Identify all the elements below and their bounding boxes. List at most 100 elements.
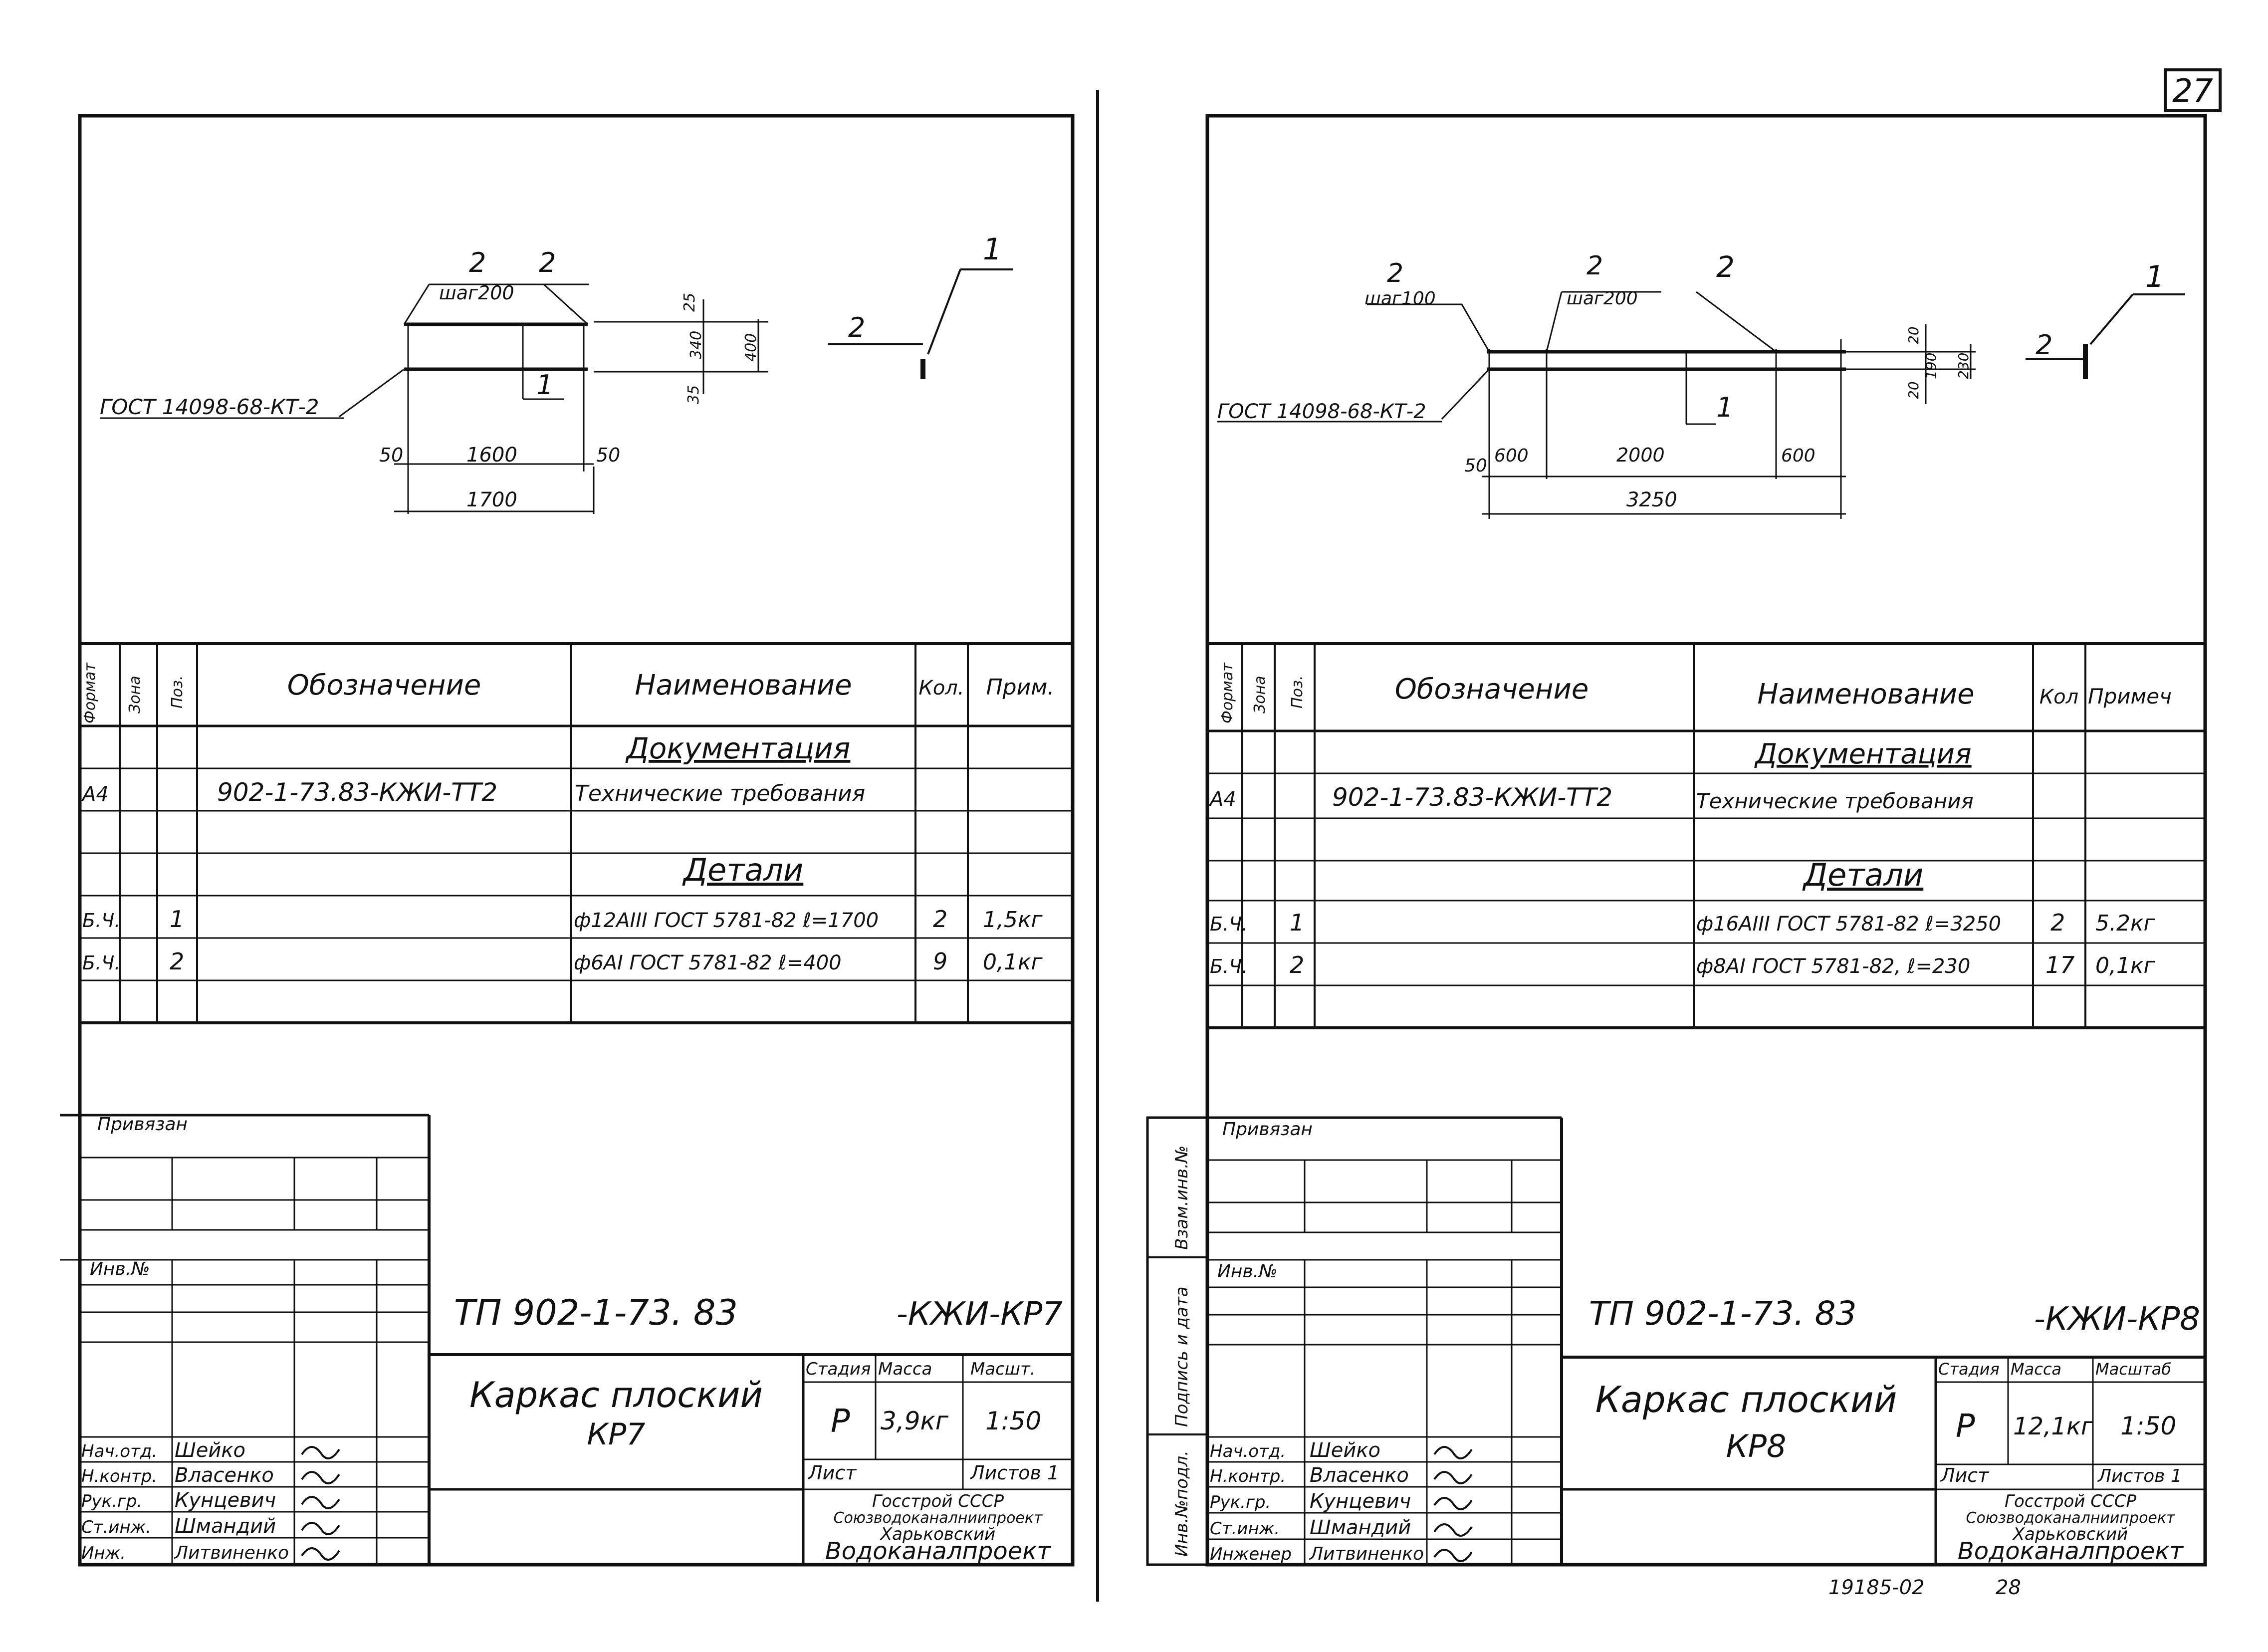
drawing-code: ТП 902-1-73. 83 — [454, 1292, 738, 1333]
stage-value: Р — [831, 1403, 850, 1440]
row-note: 0,1кг — [2095, 953, 2156, 978]
table-row: Б.Ч. 2 ф8АI ГОСТ 5781-82, ℓ=230 17 0,1кг — [1210, 951, 2156, 978]
org-line-2: Союзводоканалниипроект — [1966, 1509, 2176, 1527]
title-line-2: КР8 — [1726, 1428, 1787, 1464]
page-number: 27 — [2172, 73, 2213, 110]
doc-name: Технические требования — [575, 781, 865, 806]
staff-role: Нач.отд. — [1210, 1441, 1286, 1461]
inv-label: Инв.№ — [1217, 1261, 1278, 1282]
archive-number: 19185-02 — [1828, 1576, 1925, 1599]
row-format: Б.Ч. — [82, 952, 120, 974]
staff-name: Власенко — [1310, 1464, 1409, 1487]
doc-designation: 902-1-73.83-КЖИ-ТТ2 — [217, 778, 497, 807]
drawing-pos-2: 2 — [848, 312, 865, 343]
staff-role: Ст.инж. — [1210, 1519, 1280, 1539]
drawing-code-suffix: -КЖИ-КР8 — [2034, 1301, 2200, 1338]
section-parts: Детали — [1802, 857, 1924, 893]
mass-label: Масса — [2011, 1360, 2061, 1379]
drawing-pos-2: 2 — [2036, 329, 2052, 361]
table-row: Б.Ч. 1 ф16АIII ГОСТ 5781-82 ℓ=3250 2 5.2… — [1210, 909, 2156, 936]
stage-value: Р — [1956, 1408, 1975, 1445]
org-line-1: Госстрой СССР — [2005, 1491, 2136, 1511]
row-pos: 2 — [170, 948, 184, 975]
drawing-pos-2: 2 — [539, 247, 556, 278]
doc-format: А4 — [81, 783, 109, 806]
scale-value: 1:50 — [985, 1407, 1041, 1435]
title-block — [1207, 1116, 2205, 1565]
row-pos: 1 — [1290, 909, 1304, 936]
side-label-signature: Подпись и дата — [1172, 1286, 1192, 1427]
side-label-replace-inv: Взам.инв.№ — [1172, 1146, 1192, 1250]
staff-role: Ст.инж. — [81, 1517, 151, 1537]
doc-designation: 902-1-73.83-КЖИ-ТТ2 — [1332, 783, 1612, 812]
row-name: ф12АIII ГОСТ 5781-82 ℓ=1700 — [574, 909, 879, 932]
row-pos: 1 — [170, 906, 184, 933]
dim-50: 50 — [596, 444, 620, 466]
title-block — [60, 1114, 1073, 1565]
row-name: ф6АI ГОСТ 5781-82 ℓ=400 — [574, 951, 842, 974]
staff-role: Рук.гр. — [81, 1491, 142, 1511]
staff-name: Кунцевич — [175, 1489, 276, 1512]
dim-20: 20 — [1905, 381, 1922, 399]
linked-label: Привязан — [97, 1114, 188, 1135]
header-format: Формат — [1219, 662, 1236, 723]
staff-role: Нач.отд. — [81, 1441, 157, 1461]
dim-400: 400 — [742, 333, 760, 362]
row-name: ф16АIII ГОСТ 5781-82 ℓ=3250 — [1696, 913, 2001, 936]
drawing-code: ТП 902-1-73. 83 — [1589, 1294, 1856, 1333]
drawing-kr7 — [100, 268, 1013, 514]
staff-list: Нач.отд. Шейко Н.контр. Власенко Рук.гр.… — [81, 1439, 289, 1563]
drawing-pos-1: 1 — [536, 369, 553, 401]
row-format: Б.Ч. — [82, 910, 120, 932]
header-designation: Обозначение — [1395, 673, 1589, 706]
staff-name: Шейко — [175, 1439, 245, 1462]
row-note: 0,1кг — [983, 949, 1043, 975]
header-zone: Зона — [1251, 676, 1269, 713]
header-name: Наименование — [635, 669, 852, 702]
signature-marks — [1433, 1446, 1473, 1562]
header-name: Наименование — [1757, 678, 1974, 710]
dim-20: 20 — [1905, 326, 1922, 344]
row-qty: 2 — [933, 906, 947, 933]
dim-190: 190 — [1923, 353, 1939, 379]
drawing-pos-2: 2 — [469, 247, 486, 278]
row-note: 5.2кг — [2095, 911, 2156, 936]
org-line-1: Госстрой СССР — [872, 1491, 1004, 1511]
spec-table — [1207, 642, 2205, 1029]
doc-format: А4 — [1208, 788, 1236, 811]
staff-name: Литвиненко — [1309, 1544, 1424, 1564]
gost-label: ГОСТ 14098-68-КТ-2 — [100, 395, 319, 419]
row-qty: 9 — [933, 948, 947, 975]
header-note: Примеч — [2088, 684, 2172, 708]
org-line-3: Харьковский — [880, 1524, 996, 1544]
sheet-frame — [1205, 114, 2207, 1567]
dim-600: 600 — [1494, 446, 1529, 466]
header-zone: Зона — [126, 676, 144, 713]
side-strip — [1146, 1116, 1209, 1566]
title-line-1: Каркас плоский — [1595, 1379, 1897, 1420]
staff-role: Инж. — [81, 1543, 126, 1563]
sheet-kr8: 2 шаг100 2 шаг200 2 1 1 2 ГОСТ 14098-68-… — [1146, 114, 2207, 1567]
sheets-count-label: Листов 1 — [2097, 1466, 2182, 1486]
dim-3250: 3250 — [1626, 488, 1677, 511]
page-number-alt: 28 — [1996, 1576, 2021, 1599]
dim-600: 600 — [1781, 446, 1815, 466]
dim-25: 25 — [681, 293, 698, 312]
sheets-count-label: Листов 1 — [969, 1462, 1059, 1484]
sheet-frame — [78, 114, 1075, 1567]
staff-name: Шейко — [1310, 1439, 1380, 1462]
header-note: Прим. — [986, 675, 1055, 700]
signature-marks — [301, 1446, 340, 1561]
sheet-label: Лист — [1940, 1464, 1990, 1486]
scale-value: 1:50 — [2120, 1412, 2176, 1440]
side-label-inv-orig: Инв.№подл. — [1172, 1450, 1192, 1557]
page-number-box: 27 — [2164, 68, 2222, 112]
section-docs: Документация — [625, 731, 851, 765]
staff-list: Нач.отд. Шейко Н.контр. Власенко Рук.гр.… — [1210, 1439, 1424, 1564]
org-line-3: Харьковский — [2012, 1524, 2128, 1544]
mass-value: 12,1кг — [2013, 1413, 2094, 1440]
dim-1600: 1600 — [466, 444, 517, 467]
header-pos: Поз. — [1289, 676, 1306, 708]
dim-50: 50 — [1464, 456, 1487, 476]
